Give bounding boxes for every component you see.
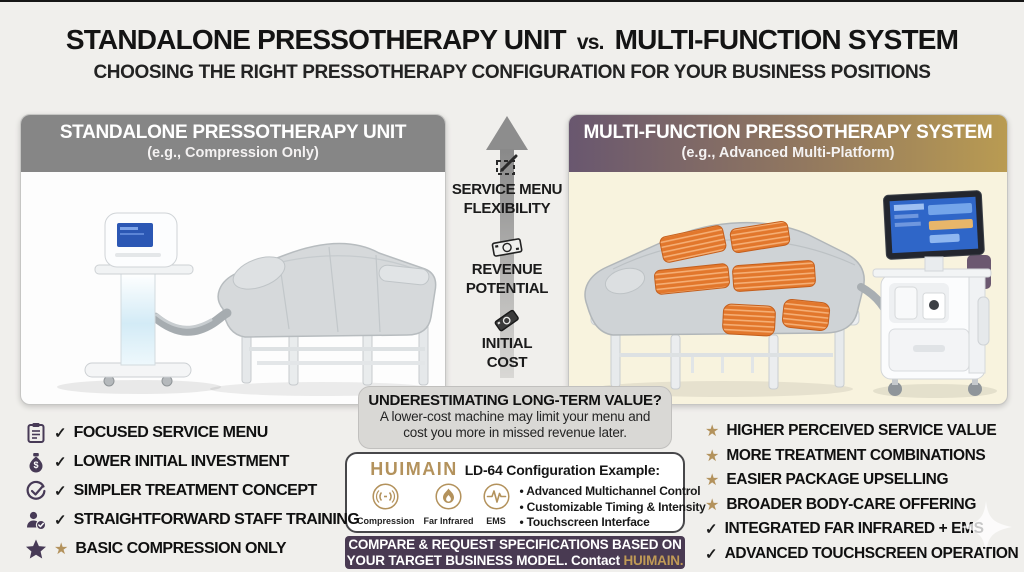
treatment-modes: Compression Far Infrared EMS — [355, 483, 510, 531]
check-circle-icon — [26, 480, 46, 500]
benefit-item: ✓ INTEGRATED FAR INFRARED + EMS — [705, 520, 984, 539]
axis-item-revenue — [446, 236, 568, 263]
svg-text:$: $ — [33, 460, 38, 470]
mode-label: EMS — [486, 516, 506, 526]
axis-label-cost: INITIAL COST — [481, 335, 533, 371]
feature-item: Customizable Timing & Intensity — [520, 500, 706, 516]
cta-line2: YOUR TARGET BUSINESS MODEL. Contact HUIM… — [346, 552, 684, 568]
standalone-panel-header: STANDALONE PRESSOTHERAPY UNIT (e.g., Com… — [21, 115, 445, 172]
configuration-example-card: HUIMAIN LD-64 Configuration Example: Com… — [345, 452, 706, 533]
mode-compression: Compression — [357, 483, 415, 531]
feature-item: Touchscreen Interface — [520, 515, 706, 531]
page-subtitle: CHOOSING THE RIGHT PRESSOTHERAPY CONFIGU… — [93, 62, 931, 83]
cta-banner: COMPARE & REQUEST SPECIFICATIONS BASED O… — [345, 536, 685, 569]
benefit-item: ★ MORE TREATMENT COMBINATIONS — [705, 446, 986, 465]
edit-icon — [496, 154, 518, 175]
money-bag-icon: $ — [29, 452, 43, 472]
benefit-item: $ ✓ LOWER INITIAL INVESTMENT — [25, 447, 357, 476]
multifunction-panel-subtitle: (e.g., Advanced Multi-Platform) — [681, 145, 895, 161]
star-mark: ★ — [705, 472, 720, 490]
standalone-benefits-list: ✓ FOCUSED SERVICE MENU $ ✓ LOWER INITIAL… — [25, 418, 360, 563]
standalone-panel: STANDALONE PRESSOTHERAPY UNIT (e.g., Com… — [20, 114, 446, 405]
flame-icon — [435, 483, 462, 510]
mode-far-infrared: Far Infrared — [424, 483, 474, 531]
compression-waves-icon — [372, 483, 399, 510]
benefit-item: ★ EASIER PACKAGE UPSELLING — [705, 471, 949, 490]
page-title-right: MULTI-FUNCTION SYSTEM — [614, 24, 959, 55]
value-warning-callout: UNDERESTIMATING LONG-TERM VALUE? A lower… — [358, 386, 672, 449]
check-mark: ✓ — [54, 453, 67, 471]
page-title: STANDALONE PRESSOTHERAPY UNIT vs. MULTI-… — [0, 24, 1024, 56]
check-mark: ✓ — [705, 521, 718, 539]
page-title-vs: vs. — [576, 31, 605, 54]
standalone-panel-subtitle: (e.g., Compression Only) — [147, 145, 319, 161]
check-mark: ✓ — [54, 482, 67, 500]
standalone-panel-title: STANDALONE PRESSOTHERAPY UNIT — [59, 122, 407, 143]
configuration-content: Compression Far Infrared EMS — [355, 483, 706, 531]
ems-pulse-icon — [482, 483, 510, 510]
benefit-item: ★ BASIC COMPRESSION ONLY — [25, 534, 357, 563]
warning-body-line2: cost you more in missed revenue later. — [403, 425, 627, 440]
star-mark: ★ — [54, 540, 69, 558]
multifunction-machine-illustration — [584, 190, 997, 398]
sparkle-icon — [960, 501, 1012, 553]
star-mark: ★ — [705, 447, 720, 465]
configuration-title: LD-64 Configuration Example: — [464, 462, 660, 478]
check-mark: ✓ — [705, 545, 718, 563]
warning-body-line1: A lower-cost machine may limit your menu… — [379, 409, 651, 424]
mode-label: Compression — [357, 516, 415, 526]
mode-ems: EMS — [482, 483, 510, 531]
cta-line1: COMPARE & REQUEST SPECIFICATIONS BASED O… — [348, 537, 682, 552]
multifunction-panel-header: MULTI-FUNCTION PRESSOTHERAPY SYSTEM (e.g… — [569, 115, 1007, 172]
star-mark: ★ — [705, 423, 720, 441]
axis-item-cost — [446, 308, 568, 339]
check-mark: ✓ — [54, 511, 67, 529]
multifunction-benefits-list: ★ HIGHER PERCEIVED SERVICE VALUE ★ MORE … — [705, 419, 1020, 566]
brand-logo: HUIMAIN — [370, 459, 458, 479]
multifunction-panel: MULTI-FUNCTION PRESSOTHERAPY SYSTEM (e.g… — [568, 114, 1008, 405]
configuration-features: Advanced Multichannel Control Customizab… — [520, 483, 706, 531]
benefit-item: ✓ SIMPLER TREATMENT CONCEPT — [25, 476, 357, 505]
warning-title: UNDERESTIMATING LONG-TERM VALUE? — [368, 392, 662, 409]
star-mark: ★ — [705, 496, 720, 514]
star-icon — [26, 539, 46, 558]
feature-item: Advanced Multichannel Control — [520, 484, 706, 500]
person-check-icon — [27, 511, 47, 530]
check-mark: ✓ — [54, 424, 67, 442]
benefit-item: ★ BROADER BODY-CARE OFFERING — [705, 495, 977, 514]
axis-label-revenue: REVENUE POTENTIAL — [465, 261, 549, 297]
comparison-axis: SERVICE MENU FLEXIBILITY REVENUE POTENTI… — [446, 116, 568, 382]
mode-label: Far Infrared — [423, 516, 474, 526]
benefit-item: ✓ FOCUSED SERVICE MENU — [25, 418, 357, 447]
cash-icon — [494, 309, 519, 332]
page-title-left: STANDALONE PRESSOTHERAPY UNIT — [65, 24, 567, 55]
multifunction-panel-title: MULTI-FUNCTION PRESSOTHERAPY SYSTEM — [583, 122, 993, 143]
axis-item-flexibility — [446, 152, 568, 183]
cta-brand: HUIMAIN. — [623, 552, 684, 568]
standalone-machine-illustration — [57, 212, 437, 396]
benefit-item: ★ HIGHER PERCEIVED SERVICE VALUE — [705, 422, 997, 441]
benefit-item: ✓ ADVANCED TOUCHSCREEN OPERATION — [705, 544, 1019, 563]
clipboard-icon — [27, 422, 45, 443]
axis-label-flexibility: SERVICE MENU FLEXIBILITY — [451, 181, 563, 217]
configuration-heading: HUIMAIN LD-64 Configuration Example: — [355, 459, 675, 480]
benefit-item: ✓ STRAIGHTFORWARD STAFF TRAINING — [25, 505, 360, 534]
banknote-icon — [491, 238, 523, 257]
